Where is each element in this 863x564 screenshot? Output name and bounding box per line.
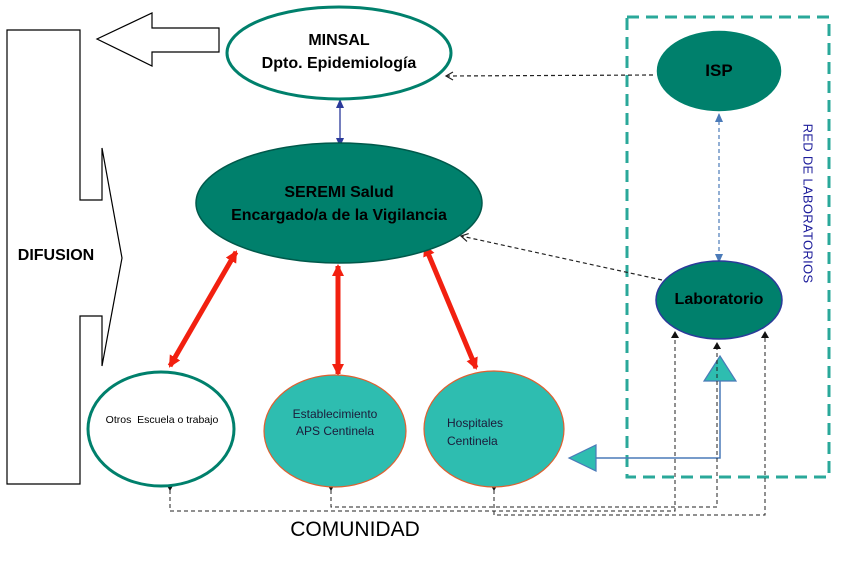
difusion-top-arrow xyxy=(95,12,220,67)
hospitales-inflow-triangle xyxy=(567,444,597,472)
laboratorio-label: Laboratorio xyxy=(674,291,764,308)
seremi-line1: SEREMI Salud xyxy=(284,184,394,201)
minsal-node xyxy=(225,5,453,101)
laboratorio-node xyxy=(655,260,783,340)
aps-line2: APS Centinela xyxy=(295,424,375,438)
hospitales-label: Hospitales Centinela xyxy=(427,414,537,450)
hospitales-line1: Hospitales xyxy=(447,416,504,430)
aps-line1: Establecimiento xyxy=(292,407,378,421)
hospitales-node xyxy=(423,370,565,488)
otros-label: Otros Escuela o trabajo xyxy=(105,414,219,426)
difusion-label: DIFUSION xyxy=(17,247,95,264)
seremi-otros-arrow xyxy=(167,250,239,368)
minsal-line2: Dpto. Epidemiología xyxy=(261,55,417,72)
lab-seremi-link xyxy=(459,233,663,281)
comunidad-connectors xyxy=(166,331,769,516)
isp-label: ISP xyxy=(705,61,733,80)
red-laboratorios-label: RED DE LABORATORIOS xyxy=(800,123,816,284)
isp-minsal-link xyxy=(444,71,654,81)
difusion-arrow-shape xyxy=(6,29,123,485)
minsal-label: MINSAL Dpto. Epidemiología xyxy=(239,29,439,75)
aps-node xyxy=(263,374,407,488)
seremi-label: SEREMI Salud Encargado/a de la Vigilanci… xyxy=(199,181,479,227)
lab-upward-triangle xyxy=(702,354,738,382)
lab-hospitales-flow xyxy=(596,378,721,459)
seremi-line2: Encargado/a de la Vigilancia xyxy=(231,207,447,224)
aps-label: Establecimiento APS Centinela xyxy=(269,406,401,440)
otros-node xyxy=(86,370,236,488)
seremi-hospitales-arrow xyxy=(422,244,479,370)
isp-node xyxy=(655,29,783,113)
comunidad-label: COMUNIDAD xyxy=(290,518,420,541)
seremi-node xyxy=(195,142,483,264)
minsal-line1: MINSAL xyxy=(308,32,370,49)
hospitales-line2: Centinela xyxy=(447,434,498,448)
